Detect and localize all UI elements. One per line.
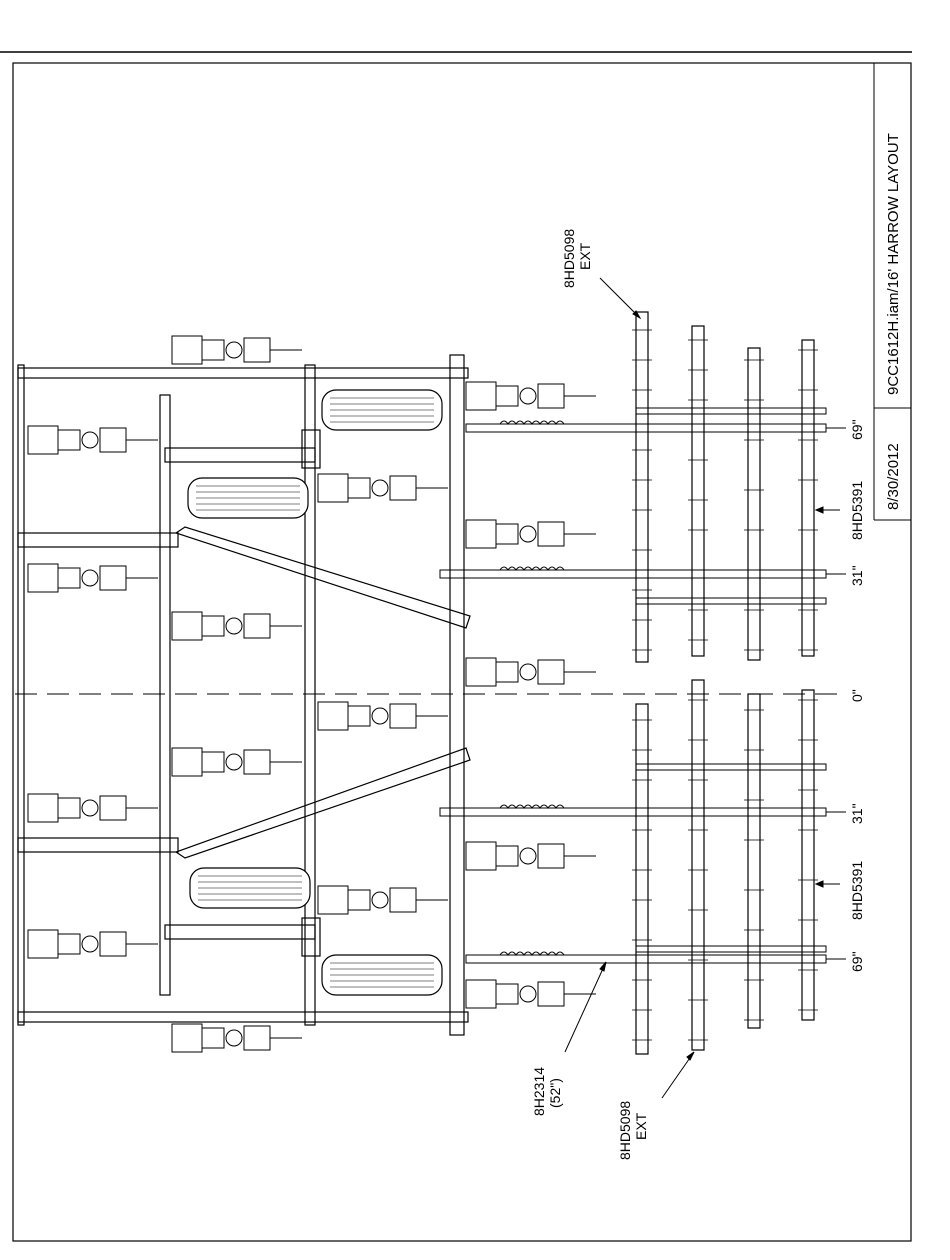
- callout-8hd5098-bottom-line1: 8HD5098: [617, 1101, 633, 1160]
- harrow-tine-rows: [632, 312, 818, 1054]
- callout-8hd5098-top-line1: 8HD5098: [561, 229, 577, 288]
- drawing-border: [13, 63, 911, 1241]
- drawing-title: 9CC1612H.iam/16' HARROW LAYOUT: [885, 133, 902, 395]
- dimension-69-upper: 69": [849, 419, 865, 440]
- dimension-31-upper: 31": [849, 565, 865, 586]
- callout-8hd5098-bottom-line2: EXT: [633, 1112, 649, 1140]
- callout-8h2314-line2: (52"): [547, 1078, 563, 1108]
- callout-8hd5391-lower: 8HD5391: [849, 861, 865, 920]
- dimension-31-lower: 31": [849, 803, 865, 824]
- callout-8hd5098-top-line2: EXT: [577, 242, 593, 270]
- callout-8h2314-line1: 8H2314: [531, 1067, 547, 1116]
- callout-8hd5391-upper: 8HD5391: [849, 481, 865, 540]
- dimension-69-lower: 69": [849, 951, 865, 972]
- harrow-drawbars: [440, 408, 826, 963]
- dimension-0-center: 0": [849, 689, 865, 702]
- leader-lines: [565, 278, 846, 1098]
- title-block: 9CC1612H.iam/16' HARROW LAYOUT 8/30/2012: [874, 63, 911, 520]
- drawing-date: 8/30/2012: [885, 443, 902, 510]
- main-frame: [18, 355, 470, 1035]
